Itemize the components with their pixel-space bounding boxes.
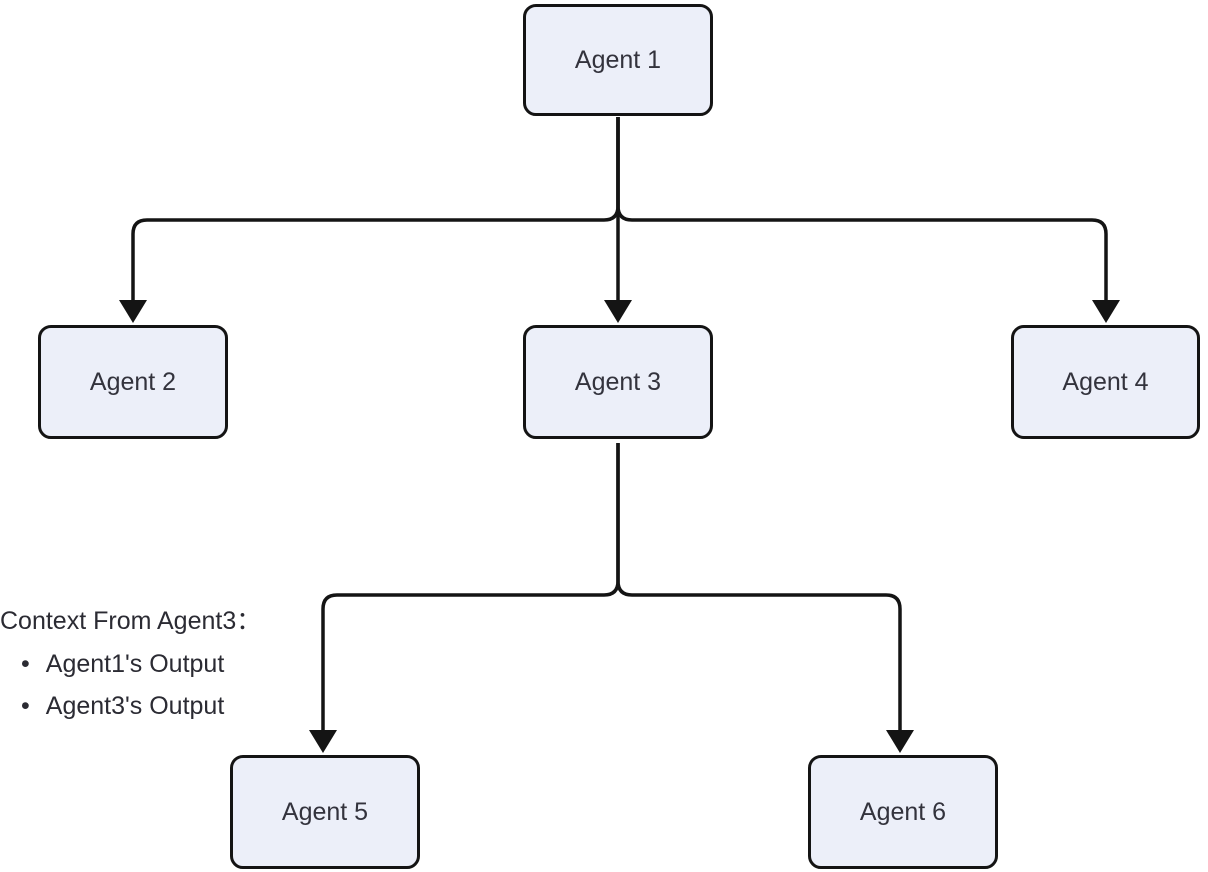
- arrowhead-agent2: [119, 300, 147, 323]
- edge-agent3-agent5: [321, 443, 620, 731]
- node-agent-4: Agent 4: [1011, 325, 1200, 439]
- arrowhead-agent4: [1092, 300, 1120, 323]
- edge-agent1-agent4: [616, 117, 1108, 301]
- node-agent-6: Agent 6: [808, 755, 998, 869]
- arrowhead-agent3: [604, 300, 632, 323]
- node-agent-6-label: Agent 6: [859, 797, 947, 826]
- edge-agent3-agent6: [616, 443, 902, 731]
- context-annotation-item-text: Agent1's Output: [45, 650, 225, 678]
- node-agent-1-label: Agent 1: [574, 45, 662, 74]
- node-agent-5-label: Agent 5: [281, 797, 369, 826]
- context-annotation-item-text: Agent3's Output: [45, 692, 225, 720]
- context-annotation: Context From Agent3： • Agent1's Output •…: [0, 601, 330, 734]
- context-annotation-title: Context From Agent3：: [0, 607, 262, 635]
- node-agent-2: Agent 2: [38, 325, 228, 439]
- node-agent-4-label: Agent 4: [1062, 367, 1149, 396]
- node-agent-3: Agent 3: [523, 325, 713, 439]
- bullet-icon: •: [21, 650, 30, 678]
- bullet-icon: •: [21, 692, 30, 720]
- node-agent-5: Agent 5: [230, 755, 420, 869]
- context-annotation-item: • Agent3's Output: [0, 692, 330, 721]
- edge-agent1-agent2: [131, 117, 620, 301]
- context-annotation-item: • Agent1's Output: [0, 650, 330, 679]
- node-agent-3-label: Agent 3: [574, 367, 662, 396]
- arrowhead-agent5: [309, 730, 337, 753]
- arrowhead-agent6: [886, 730, 914, 753]
- node-agent-2-label: Agent 2: [89, 367, 177, 396]
- node-agent-1: Agent 1: [523, 4, 713, 116]
